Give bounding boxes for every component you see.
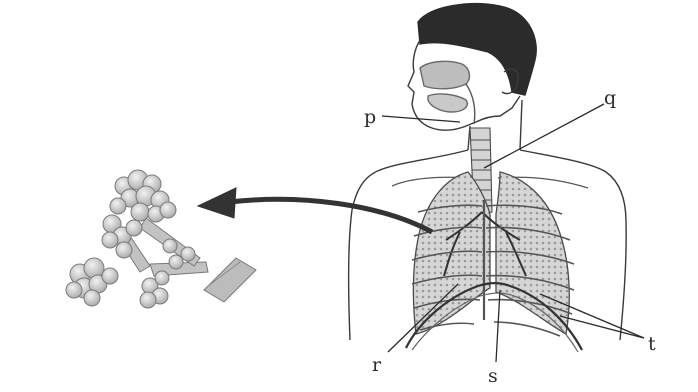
oral-cavity [428,94,467,112]
label-q: q [604,87,616,109]
bronchiole-tube [204,258,256,302]
leader-line-s [496,290,500,362]
label-r: r [372,354,382,376]
label-p: p [364,106,376,128]
label-s: s [488,365,498,387]
nasal-cavity [420,61,469,88]
alveoli-cluster [66,170,256,308]
arrow-head [198,188,236,218]
neck [520,100,522,150]
label-t: t [648,333,656,355]
curved-arrow [198,188,432,232]
leader-line-q [484,104,604,168]
